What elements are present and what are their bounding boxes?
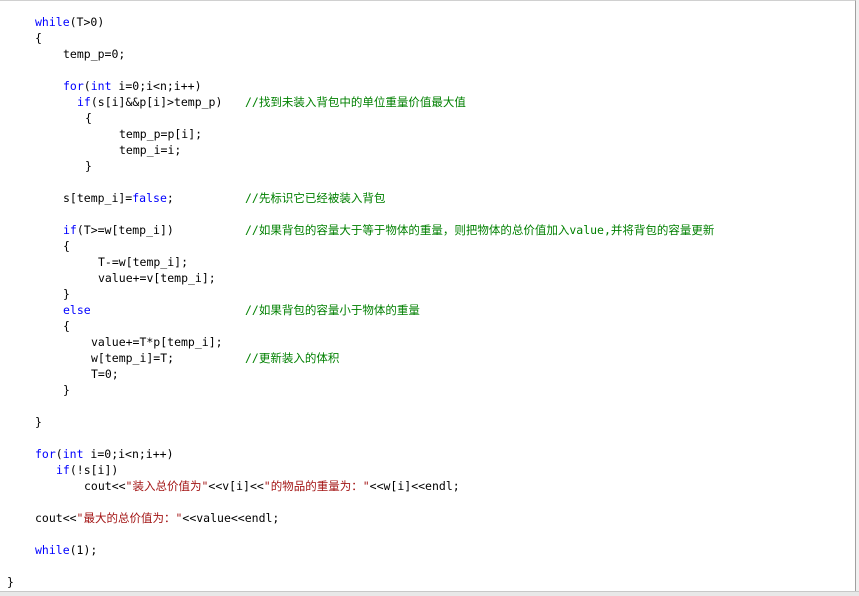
code-text: s[temp_i]=: [63, 191, 133, 205]
code-text: value+=v[temp_i];: [98, 271, 216, 285]
code-text: }: [7, 575, 14, 589]
code-line: }: [7, 574, 14, 590]
code-text: {: [63, 319, 70, 333]
keyword: for: [35, 447, 56, 461]
code-line: s[temp_i]=false;: [63, 190, 174, 206]
code-text: temp_p=p[i];: [119, 127, 203, 141]
string-literal: "的物品的重量为：": [263, 479, 370, 493]
keyword: if: [56, 463, 70, 477]
code-text: (!s[i]): [69, 463, 119, 477]
code-text: value+=T*p[temp_i];: [91, 335, 223, 349]
code-line: cout<<"最大的总价值为："<<value<<endl;: [35, 510, 279, 526]
string-literal: "装入总价值为": [125, 479, 209, 493]
code-line: {: [85, 110, 92, 126]
code-text: w[temp_i]=T;: [91, 351, 175, 365]
code-comment: //如果背包的容量小于物体的重量: [245, 303, 420, 317]
keyword: if: [77, 95, 91, 109]
keyword: false: [132, 191, 167, 205]
code-line: while(1);: [35, 542, 97, 558]
code-text: cout<<: [84, 479, 126, 493]
code-line: {: [63, 238, 70, 254]
code-text: }: [63, 383, 70, 397]
code-text: T=0;: [91, 367, 119, 381]
code-text: ;: [166, 191, 174, 205]
code-comment: //更新装入的体积: [245, 351, 340, 365]
code-text: (T>=w[temp_i]): [76, 223, 174, 237]
code-text: {: [63, 239, 70, 253]
code-line: }: [63, 286, 70, 302]
vertical-scrollbar[interactable]: [856, 0, 859, 591]
code-text: <<value<<endl;: [182, 511, 280, 525]
code-text: (: [83, 79, 91, 93]
code-text: temp_i=i;: [119, 143, 182, 157]
keyword: else: [63, 303, 91, 317]
code-text: (s[i]&&p[i]>temp_p): [90, 95, 223, 109]
code-line: if(!s[i]): [56, 462, 118, 478]
code-text: (1);: [69, 543, 98, 557]
code-line: temp_p=p[i];: [119, 126, 202, 142]
horizontal-scrollbar[interactable]: [0, 591, 859, 596]
code-line: w[temp_i]=T;: [91, 350, 174, 366]
code-line: value+=T*p[temp_i];: [91, 334, 223, 350]
code-text: (: [55, 447, 63, 461]
code-text: T-=w[temp_i];: [98, 255, 189, 269]
code-text: (T>0): [69, 15, 105, 29]
keyword: int: [62, 447, 84, 461]
code-text: <<w[i]<<endl;: [369, 479, 460, 493]
code-line: temp_p=0;: [63, 46, 125, 62]
keyword: while: [35, 15, 70, 29]
keyword: for: [63, 79, 84, 93]
code-text: temp_p=0;: [63, 47, 126, 61]
code-line: cout<<"装入总价值为"<<v[i]<<"的物品的重量为："<<w[i]<<…: [84, 478, 460, 494]
code-text: i=0;i<n;i++): [111, 79, 202, 93]
code-line: if(T>=w[temp_i]): [63, 222, 174, 238]
code-line: {: [63, 318, 70, 334]
code-text: cout<<: [35, 511, 77, 525]
code-line: while(T>0): [35, 14, 104, 30]
code-line: for(int i=0;i<n;i++): [63, 78, 202, 94]
code-text: i=0;i<n;i++): [83, 447, 174, 461]
code-line: T=0;: [91, 366, 119, 382]
code-text: {: [85, 111, 92, 125]
code-line: T-=w[temp_i];: [98, 254, 188, 270]
keyword: while: [35, 543, 70, 557]
code-text: }: [85, 159, 92, 173]
code-line: }: [35, 414, 42, 430]
string-literal: "最大的总价值为：": [76, 511, 183, 525]
code-line: for(int i=0;i<n;i++): [35, 446, 174, 462]
code-line: }: [63, 382, 70, 398]
code-line: }: [85, 158, 92, 174]
code-line: value+=v[temp_i];: [98, 270, 216, 286]
code-line: {: [35, 30, 42, 46]
code-text: <<v[i]<<: [208, 479, 264, 493]
code-comment: //如果背包的容量大于等于物体的重量，则把物体的总价值加入value,并将背包的…: [245, 223, 715, 237]
keyword: if: [63, 223, 77, 237]
code-comment: //找到未装入背包中的单位重量价值最大值: [245, 95, 466, 109]
code-line: if(s[i]&&p[i]>temp_p): [77, 94, 222, 110]
keyword: int: [90, 79, 112, 93]
code-text: {: [35, 31, 42, 45]
code-text: }: [35, 415, 42, 429]
code-line: temp_i=i;: [119, 142, 181, 158]
code-comment: //先标识它已经被装入背包: [245, 191, 386, 205]
code-text: }: [63, 287, 70, 301]
code-line: else: [63, 302, 91, 318]
